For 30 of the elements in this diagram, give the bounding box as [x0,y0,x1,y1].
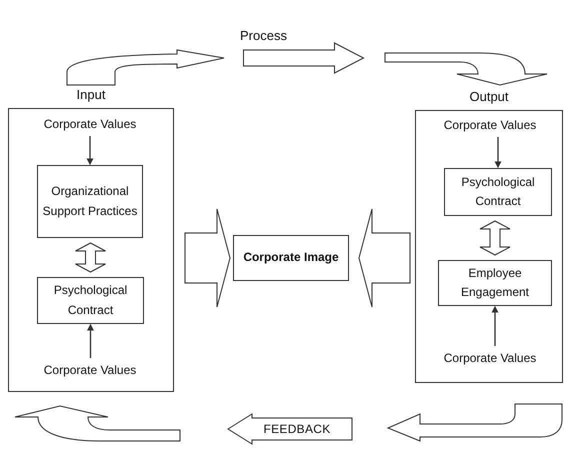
block-arrow [388,404,562,442]
arrow [492,306,498,346]
box-label: Employee Engagement [460,264,530,301]
node-label: Corporate Values [425,348,555,368]
block-arrow [14,406,180,442]
process-box [438,260,552,306]
arrow [87,324,94,358]
process-box [37,277,144,324]
arrow [494,137,502,168]
arrow [86,136,94,166]
group-heading: Output [468,89,510,104]
group-heading: Input [76,87,106,102]
block-arrow [358,208,410,308]
block-arrow [480,220,510,256]
edge-label: Process [238,28,289,43]
box-label: Corporate Image [243,249,339,266]
node-label: Corporate Values [20,114,160,134]
box-label: Organizational Support Practices [42,183,138,220]
node-label: Corporate Values [20,360,160,380]
box-label: Psychological Contract [52,282,128,318]
block-arrow [66,42,548,86]
block-arrow [228,414,352,444]
process-box [444,168,552,216]
process-box [233,235,349,281]
block-arrow [75,242,106,273]
block-arrow [184,208,231,308]
node-label: Corporate Values [425,115,555,135]
process-box [37,165,143,238]
arrow-label: FEEDBACK [263,422,331,436]
box-label: Psychological Contract [460,174,536,210]
